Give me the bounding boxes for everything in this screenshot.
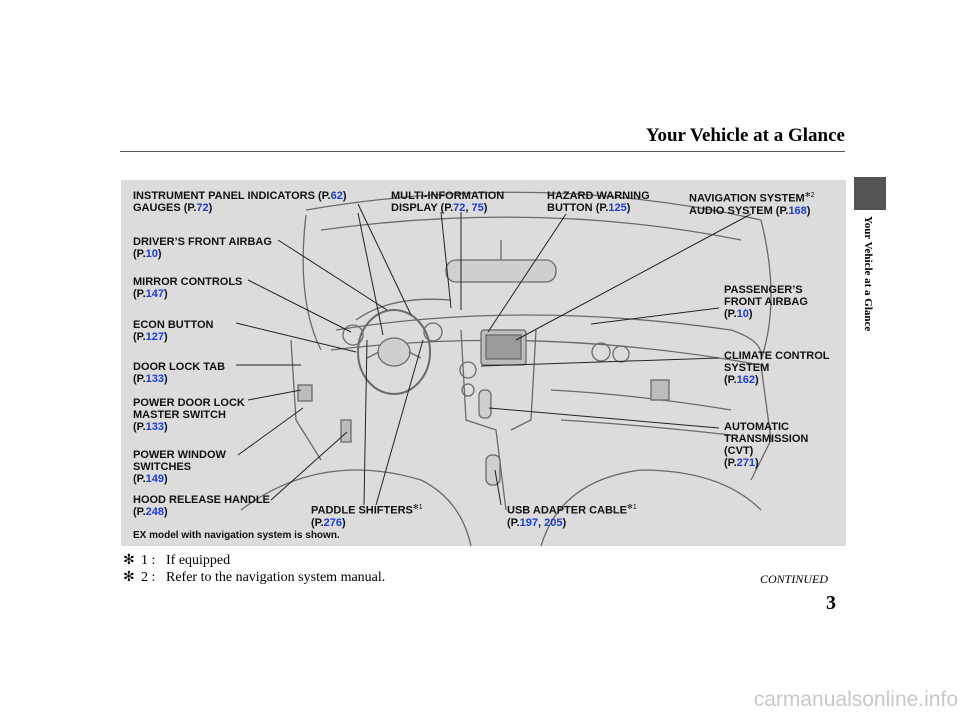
- callout-label: HAZARD WARNING: [547, 190, 650, 202]
- callout-power-door-lock: POWER DOOR LOCK MASTER SWITCH (P.133): [133, 397, 245, 433]
- callout-label: INSTRUMENT PANEL INDICATORS: [133, 190, 315, 202]
- callout-label: DOOR LOCK TAB: [133, 361, 226, 373]
- continued-label: CONTINUED: [760, 572, 829, 586]
- callout-label: TRANSMISSION: [724, 433, 809, 445]
- callout-label: HOOD RELEASE HANDLE: [133, 494, 270, 506]
- page-title: Your Vehicle at a Glance: [645, 125, 845, 146]
- callout-label: MULTI-INFORMATION: [391, 190, 505, 202]
- footnote-mark: ✻2: [804, 192, 815, 199]
- page-ref-link[interactable]: 271: [736, 457, 755, 469]
- callout-label: NAVIGATION SYSTEM: [689, 192, 805, 205]
- callout-automatic-transmission: AUTOMATIC TRANSMISSION (CVT) (P.271): [724, 421, 809, 469]
- page-ref-link[interactable]: 10: [736, 308, 749, 320]
- page-ref-link[interactable]: 149: [145, 473, 164, 485]
- footnote-mark: ✻1: [627, 504, 637, 511]
- header-rule: [120, 151, 845, 152]
- page-ref-link[interactable]: 276: [323, 516, 342, 529]
- footnote-number: 1 :: [141, 553, 156, 568]
- callout-hood-release-handle: HOOD RELEASE HANDLE (P.248): [133, 494, 270, 518]
- callout-power-window-switches: POWER WINDOW SWITCHES (P.149): [133, 449, 226, 485]
- callout-navigation-system: NAVIGATION SYSTEM✻2 AUDIO SYSTEM (P.168): [689, 192, 815, 217]
- watermark: carmanualsonline.info: [753, 688, 958, 711]
- page-number: 3: [826, 592, 836, 614]
- section-side-label: Your Vehicle at a Glance: [862, 216, 874, 332]
- dashboard-figure: INSTRUMENT PANEL INDICATORS (P.62) GAUGE…: [121, 180, 846, 546]
- footnote-mark: ✻: [123, 570, 135, 585]
- page-ref-link[interactable]: 147: [145, 288, 164, 300]
- callout-label: POWER WINDOW: [133, 449, 226, 461]
- footnote-2: ✻ 2 : Refer to the navigation system manua…: [123, 569, 385, 587]
- page-ref-link[interactable]: 127: [145, 331, 164, 343]
- page-ref-link[interactable]: 162: [736, 374, 755, 386]
- page-ref-link[interactable]: 72: [196, 202, 209, 214]
- figure-caption: EX model with navigation system is shown…: [133, 530, 340, 541]
- callout-label: ECON BUTTON: [133, 319, 214, 331]
- callout-label: DISPLAY: [391, 202, 438, 214]
- footnote-text: Refer to the navigation system manual.: [166, 570, 386, 585]
- page-ref-link[interactable]: 133: [145, 373, 164, 385]
- callout-label: (CVT): [724, 445, 754, 457]
- callout-usb-adapter-cable: USB ADAPTER CABLE✻1 (P.197, 205): [507, 504, 637, 529]
- page-ref-link[interactable]: 75: [471, 202, 484, 214]
- callout-label: GAUGES: [133, 202, 181, 214]
- page-ref-link[interactable]: 62: [330, 190, 343, 202]
- callout-passengers-front-airbag: PASSENGER’S FRONT AIRBAG (P.10): [724, 284, 808, 320]
- callout-label: BUTTON: [547, 202, 593, 214]
- page-ref-link[interactable]: 248: [145, 506, 164, 518]
- footnote-mark: ✻: [123, 553, 135, 568]
- callout-paddle-shifters: PADDLE SHIFTERS✻1 (P.276): [311, 504, 423, 529]
- callout-label: SYSTEM: [724, 362, 770, 374]
- dashboard-illustration: [235, 191, 772, 546]
- callout-label: CLIMATE CONTROL: [724, 350, 830, 362]
- page-ref-link[interactable]: 168: [788, 204, 807, 217]
- callout-label: DRIVER’S FRONT AIRBAG: [133, 236, 272, 248]
- callout-instrument-panel: INSTRUMENT PANEL INDICATORS (P.62) GAUGE…: [133, 190, 347, 214]
- callout-drivers-front-airbag: DRIVER’S FRONT AIRBAG (P.10): [133, 236, 272, 260]
- callout-hazard-warning: HAZARD WARNING BUTTON (P.125): [547, 190, 650, 214]
- footnote-text: If equipped: [166, 553, 231, 568]
- footnote-1: ✻ 1 : If equipped: [123, 552, 230, 570]
- callout-label: POWER DOOR LOCK: [133, 397, 245, 409]
- footnote-mark: ✻1: [412, 504, 423, 511]
- callout-econ-button: ECON BUTTON (P.127): [133, 319, 214, 343]
- footnote-number: 2 :: [141, 570, 156, 585]
- callout-mirror-controls: MIRROR CONTROLS (P.147): [133, 276, 243, 300]
- callout-label: MASTER SWITCH: [133, 409, 226, 421]
- callout-multi-information-display: MULTI-INFORMATION DISPLAY (P.72, 75): [391, 190, 505, 214]
- page-ref-link[interactable]: 197: [519, 516, 538, 529]
- page-ref-link[interactable]: 125: [608, 202, 627, 214]
- callout-label: MIRROR CONTROLS: [133, 276, 243, 288]
- callout-label: USB ADAPTER CABLE: [507, 504, 627, 517]
- callout-label: FRONT AIRBAG: [724, 296, 808, 308]
- callout-label: PADDLE SHIFTERS: [311, 504, 413, 517]
- callout-label: PASSENGER’S: [724, 284, 803, 296]
- callout-climate-control: CLIMATE CONTROL SYSTEM (P.162): [724, 350, 830, 386]
- section-tab: [854, 177, 886, 210]
- page-ref-link[interactable]: 10: [145, 248, 158, 260]
- callout-label: AUTOMATIC: [724, 421, 789, 433]
- callout-label: AUDIO SYSTEM: [689, 204, 773, 217]
- callout-label: SWITCHES: [133, 461, 192, 473]
- page-ref-link[interactable]: 72: [453, 202, 466, 214]
- callout-door-lock-tab: DOOR LOCK TAB (P.133): [133, 361, 226, 385]
- page-ref-link[interactable]: 205: [544, 516, 563, 529]
- page-ref-link[interactable]: 133: [145, 421, 164, 433]
